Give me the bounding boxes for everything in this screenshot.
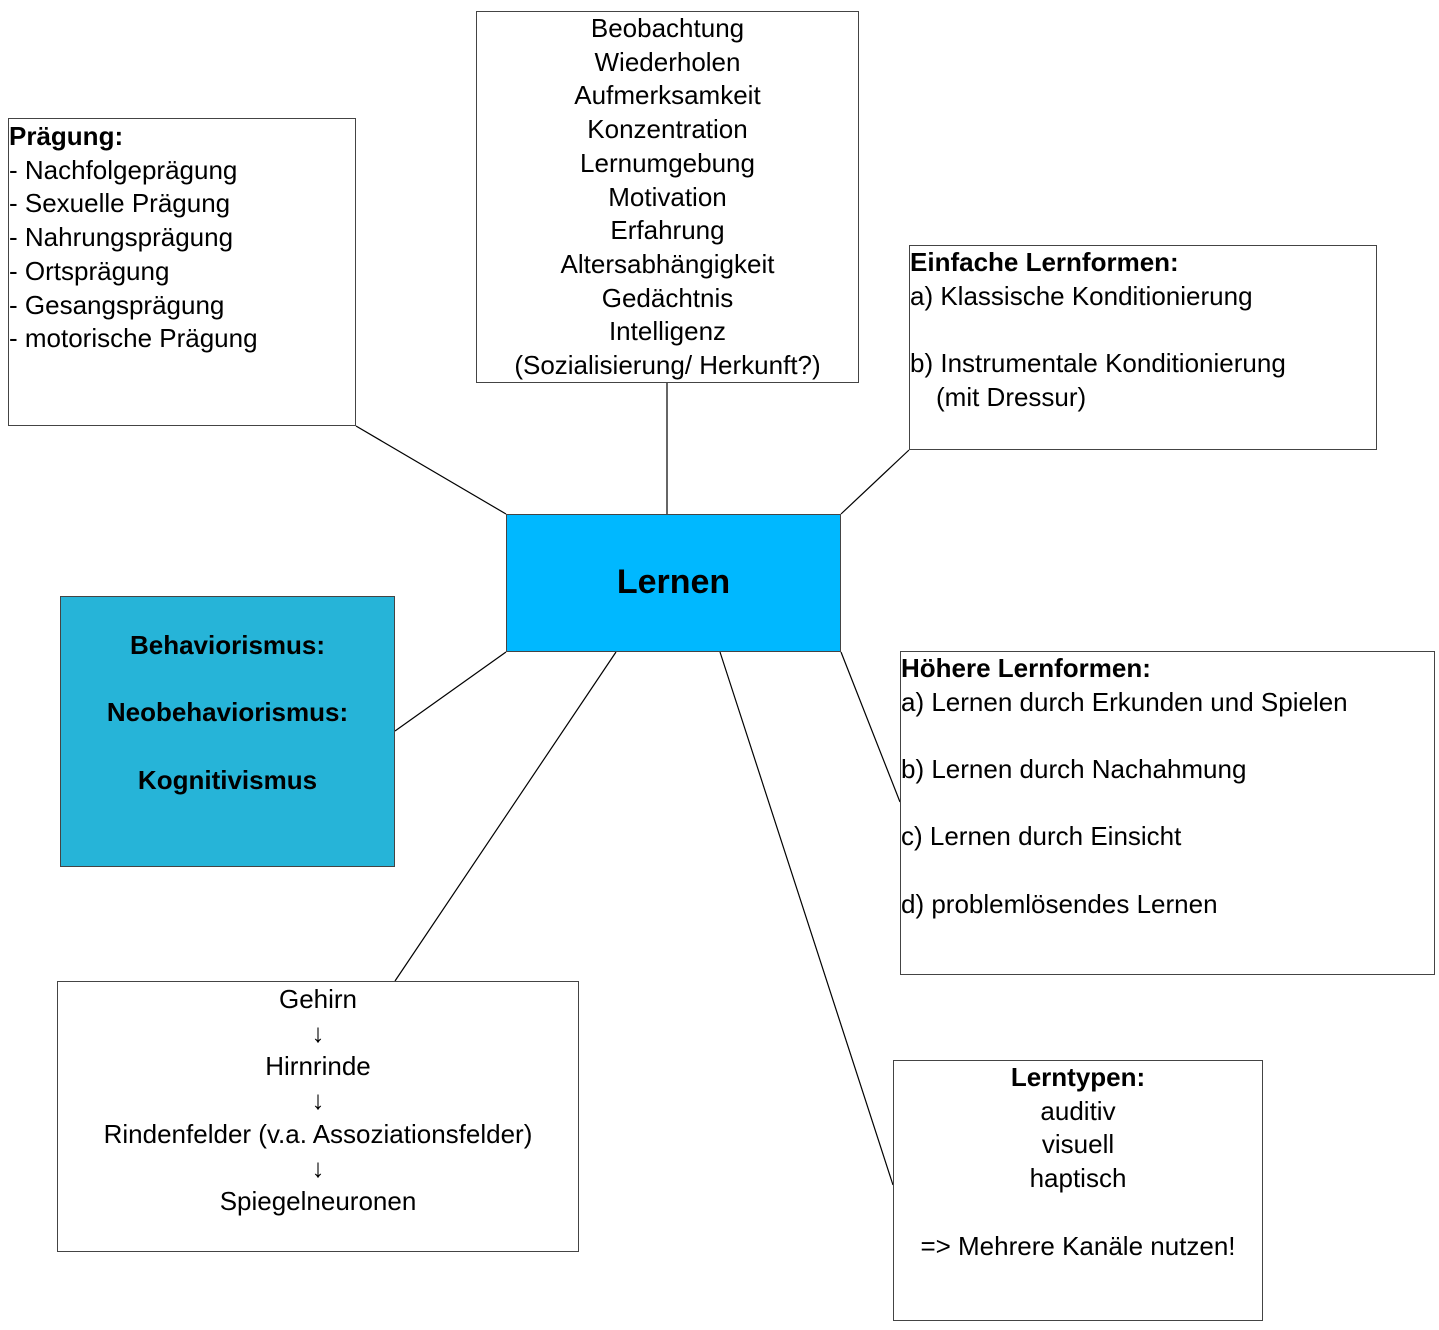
einfach-item-b-note: (mit Dressur) xyxy=(936,381,1087,412)
einfach-item-b: b) Instrumentale Konditionierung xyxy=(910,348,1286,379)
hoehere-lernformen-heading: Höhere Lernformen: xyxy=(901,653,1151,683)
connector-hoeher xyxy=(840,651,901,803)
connector-praegung xyxy=(355,425,507,515)
factor-item: Aufmerksamkeit xyxy=(574,80,761,111)
down-arrow-icon: ↓ xyxy=(311,1017,325,1048)
spacer xyxy=(910,313,1376,347)
lerntypen-heading: Lerntypen: xyxy=(1010,1062,1146,1092)
factor-item: Gedächtnis xyxy=(601,282,734,313)
factor-item: Motivation xyxy=(608,181,727,212)
factor-item: Wiederholen xyxy=(594,46,741,77)
praegung-item: - motorische Prägung xyxy=(9,323,258,354)
factor-item: (Sozialisierung/ Herkunft?) xyxy=(514,350,821,381)
connector-lerntypen xyxy=(719,651,894,1186)
factor-item: Lernumgebung xyxy=(580,147,755,178)
praegung-heading: Prägung: xyxy=(9,121,124,151)
hoeher-item: a) Lernen durch Erkunden und Spielen xyxy=(901,686,1348,717)
praegung-item: - Gesangsprägung xyxy=(9,289,225,320)
lerntypen-box: Lerntypen: auditiv visuell haptisch => M… xyxy=(893,1060,1263,1321)
praegung-box: Prägung: - Nachfolgeprägung - Sexuelle P… xyxy=(8,118,356,426)
factor-item: Beobachtung xyxy=(590,13,745,43)
lerntyp-item: auditiv xyxy=(1040,1095,1116,1126)
gehirn-item: Rindenfelder (v.a. Assoziationsfelder) xyxy=(103,1118,533,1149)
center-label: Lernen xyxy=(616,563,731,602)
einfache-lernformen-heading: Einfache Lernformen: xyxy=(910,247,1179,277)
lerntypen-note: => Mehrere Kanäle nutzen! xyxy=(920,1230,1236,1261)
einfach-item-a: a) Klassische Konditionierung xyxy=(910,280,1253,311)
einfache-lernformen-box: Einfache Lernformen: a) Klassische Kondi… xyxy=(909,245,1377,450)
center-node: Lernen xyxy=(506,514,841,652)
spacer xyxy=(61,663,394,697)
spacer xyxy=(894,1196,1262,1230)
down-arrow-icon: ↓ xyxy=(311,1152,325,1183)
gehirn-item: Hirnrinde xyxy=(265,1051,371,1082)
theorie-item: Kognitivismus xyxy=(137,764,318,795)
theorie-item: Neobehaviorismus: xyxy=(106,697,349,728)
lerntyp-item: haptisch xyxy=(1029,1163,1127,1194)
theorie-item: Behaviorismus: xyxy=(129,630,326,660)
hoeher-item: c) Lernen durch Einsicht xyxy=(901,821,1182,852)
spacer xyxy=(901,719,1434,753)
hoeher-item: d) problemlösendes Lernen xyxy=(901,888,1218,919)
gehirn-item: Spiegelneuronen xyxy=(219,1186,417,1217)
factor-item: Konzentration xyxy=(587,114,748,145)
factor-item: Erfahrung xyxy=(610,215,725,246)
praegung-item: - Sexuelle Prägung xyxy=(9,188,231,219)
lerntyp-item: visuell xyxy=(1041,1129,1115,1160)
praegung-item: - Nahrungsprägung xyxy=(9,222,234,253)
factor-item: Altersabhängigkeit xyxy=(560,248,775,279)
spacer xyxy=(901,854,1434,888)
praegung-item: - Ortsprägung xyxy=(9,255,170,286)
factors-box: Beobachtung Wiederholen Aufmerksamkeit K… xyxy=(476,11,859,383)
hoeher-item: b) Lernen durch Nachahmung xyxy=(901,754,1247,785)
theorien-box: Behaviorismus: Neobehaviorismus: Kogniti… xyxy=(60,596,395,867)
factor-item: Intelligenz xyxy=(608,316,727,347)
hoehere-lernformen-box: Höhere Lernformen: a) Lernen durch Erkun… xyxy=(900,651,1435,975)
connector-gehirn xyxy=(394,651,617,982)
connector-einfach xyxy=(840,449,910,515)
down-arrow-icon: ↓ xyxy=(311,1085,325,1116)
spacer xyxy=(61,730,394,764)
connector-theorien xyxy=(394,651,507,732)
praegung-item: - Nachfolgeprägung xyxy=(9,154,238,185)
spacer xyxy=(901,787,1434,821)
gehirn-box: Gehirn ↓ Hirnrinde ↓ Rindenfelder (v.a. … xyxy=(57,981,579,1252)
gehirn-item: Gehirn xyxy=(278,984,358,1014)
